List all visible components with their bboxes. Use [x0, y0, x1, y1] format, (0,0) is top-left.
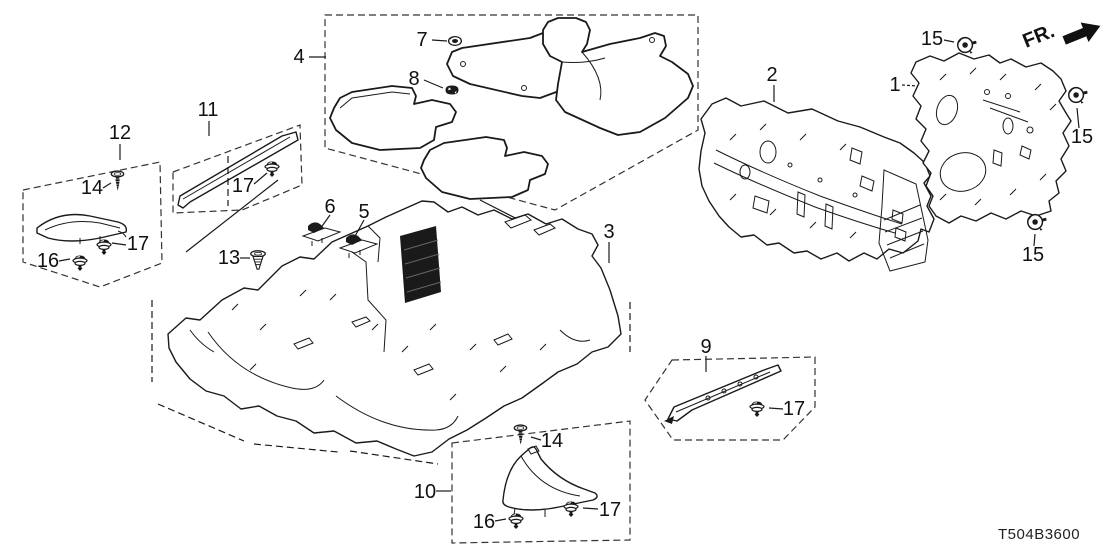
callout-15-b: 15 — [1070, 126, 1094, 148]
diagram-code: T504B3600 — [998, 526, 1081, 543]
callout-9: 9 — [700, 336, 712, 358]
dash-insulator-inner-outline — [698, 97, 935, 262]
grommet-7 — [447, 35, 463, 47]
kick-trim-box-right — [451, 420, 631, 544]
kick-trim-right — [502, 445, 598, 517]
clip-15-a — [957, 36, 977, 55]
kick-trim-box-left — [22, 161, 163, 288]
callout-8: 8 — [408, 68, 420, 90]
rear-sill-garnish-box — [644, 356, 816, 441]
dash-insulator-outer-outline — [910, 52, 1072, 224]
dashed-box-11 — [172, 124, 303, 214]
callout-17-a: 17 — [231, 175, 255, 197]
callout-13: 13 — [217, 247, 241, 269]
callout-14-b: 14 — [540, 430, 564, 452]
carpet-hook-bracket-6 — [301, 222, 342, 246]
dash-insulator-inner-details — [713, 123, 929, 272]
callout-16-b: 16 — [472, 511, 496, 533]
clip-15-c — [1027, 213, 1047, 232]
dash-insulator-outer — [910, 36, 1088, 232]
clip-14-a — [110, 170, 125, 192]
callout-1: 1 — [889, 74, 901, 96]
callout-15-a: 15 — [920, 28, 944, 50]
callout-7: 7 — [416, 29, 428, 51]
carpet-hook-bracket-5 — [338, 234, 379, 258]
callout-17-d: 17 — [598, 499, 622, 521]
dashed-box-9 — [644, 356, 816, 441]
dashed-box-10 — [451, 420, 631, 544]
front-sill-garnish — [177, 131, 299, 209]
leader-lines — [58, 39, 1080, 522]
rear-sill-garnish — [664, 364, 782, 424]
clip-16-a — [72, 254, 88, 272]
rear-left-mat — [329, 85, 457, 151]
kick-trim-left — [36, 213, 128, 244]
fr-direction-indicator: FR. — [1020, 20, 1101, 53]
clip-14-b — [513, 424, 528, 446]
dashed-box-4 — [324, 14, 699, 211]
callout-2: 2 — [766, 64, 778, 86]
rear-right-mat — [420, 136, 549, 200]
clip-17-c — [749, 400, 765, 418]
callout-17-c: 17 — [782, 398, 806, 420]
callout-10: 10 — [413, 481, 437, 503]
callout-16-a: 16 — [36, 250, 60, 272]
clip-17-b — [96, 238, 112, 256]
callout-17-b: 17 — [126, 233, 150, 255]
callout-3: 3 — [603, 221, 615, 243]
callout-12: 12 — [108, 122, 132, 144]
callout-4: 4 — [293, 46, 305, 68]
carpet-outline — [167, 200, 622, 457]
dash-insulator-inner — [698, 97, 935, 272]
clip-17-d — [563, 500, 579, 518]
fr-arrow-icon — [1062, 22, 1101, 45]
clip-15-b — [1068, 86, 1088, 105]
clip-17-a — [264, 160, 280, 178]
callout-5: 5 — [358, 201, 370, 223]
fr-label: FR. — [1020, 20, 1058, 52]
grommet-8 — [445, 85, 459, 95]
floor-carpet — [151, 156, 631, 465]
carpet-heel-pad — [400, 226, 441, 303]
dash-insulator-outer-details — [935, 67, 1057, 206]
callout-14-a: 14 — [80, 177, 104, 199]
clip-13 — [250, 250, 266, 270]
carpet-detail-lines — [189, 214, 591, 431]
dashed-box-12 — [22, 161, 163, 288]
front-passenger-mat — [542, 17, 694, 136]
callout-6: 6 — [324, 196, 336, 218]
floor-mat-set-box — [324, 14, 699, 211]
front-sill-garnish-box — [172, 124, 303, 214]
clip-16-b — [508, 512, 524, 530]
callout-15-c: 15 — [1021, 244, 1045, 266]
callout-11: 11 — [197, 99, 219, 121]
